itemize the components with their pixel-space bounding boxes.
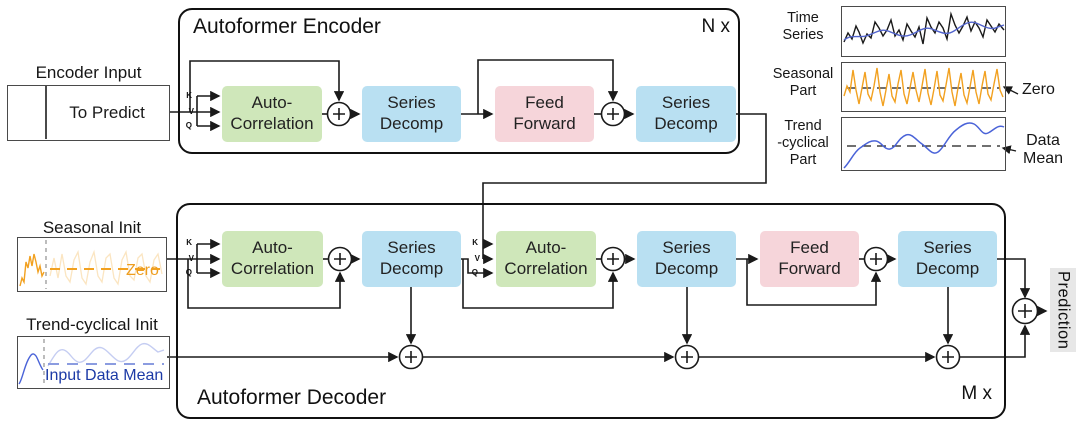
encoder-input-box bbox=[7, 85, 170, 141]
decoder-v-label-2: V bbox=[474, 254, 480, 263]
decoder-auto-correlation-1-block: Auto- Correlation bbox=[222, 231, 323, 287]
decoder-title: Autoformer Decoder bbox=[197, 386, 387, 409]
encoder-auto-correlation-block: Auto- Correlation bbox=[222, 86, 322, 142]
seasonal-init-box bbox=[17, 237, 167, 292]
trend-part-plot-box bbox=[841, 117, 1006, 171]
encoder-v-label: V bbox=[188, 107, 194, 116]
time-series-plot-box bbox=[841, 6, 1006, 57]
encoder-input-title: Encoder Input bbox=[35, 63, 142, 82]
decoder-v-label-1: V bbox=[188, 254, 194, 263]
encoder-q-label: Q bbox=[185, 121, 192, 130]
encoder-input-divider bbox=[45, 86, 47, 139]
prediction-label: Prediction bbox=[1054, 270, 1073, 350]
decoder-feed-forward-block: Feed Forward bbox=[760, 231, 859, 287]
decoder-k-label-1: K bbox=[186, 238, 192, 247]
encoder-k-label: K bbox=[186, 91, 192, 100]
encoder-series-decomp-2-block: Series Decomp bbox=[636, 86, 736, 142]
sum-node bbox=[1011, 297, 1039, 325]
seasonal-part-plot-box bbox=[841, 62, 1006, 112]
encoder-feed-forward-block: Feed Forward bbox=[495, 86, 594, 142]
decoder-k-label-2: K bbox=[472, 238, 478, 247]
trend-init-box bbox=[17, 336, 170, 389]
decoder-q-label-2: Q bbox=[471, 268, 478, 277]
prediction-output-box: Prediction bbox=[1050, 268, 1076, 352]
encoder-input-label: To Predict bbox=[69, 103, 145, 122]
decoder-series-decomp-3-block: Series Decomp bbox=[898, 231, 997, 287]
input-data-mean-annotation: Input Data Mean bbox=[45, 367, 164, 384]
trend-part-label: Trend -cyclical Part bbox=[777, 118, 829, 168]
trend-init-title: Trend-cyclical Init bbox=[26, 315, 158, 334]
encoder-frame bbox=[178, 8, 740, 154]
data-mean-annotation: Data Mean bbox=[1022, 132, 1064, 167]
decoder-auto-correlation-2-block: Auto- Correlation bbox=[496, 231, 596, 287]
decoder-frame bbox=[176, 203, 1006, 419]
encoder-repeat-label: N x bbox=[701, 16, 731, 37]
seasonal-part-label: Seasonal Part bbox=[772, 66, 834, 99]
decoder-series-decomp-2-block: Series Decomp bbox=[637, 231, 736, 287]
encoder-series-decomp-1-block: Series Decomp bbox=[362, 86, 461, 142]
decoder-series-decomp-1-block: Series Decomp bbox=[362, 231, 461, 287]
decoder-q-label-1: Q bbox=[185, 268, 192, 277]
time-series-label: Time Series bbox=[782, 10, 824, 43]
encoder-title: Autoformer Encoder bbox=[193, 15, 381, 38]
zero-annotation: Zero bbox=[1022, 81, 1055, 98]
seasonal-zero-annotation: Zero bbox=[126, 262, 159, 279]
decoder-repeat-label: M x bbox=[961, 383, 992, 404]
seasonal-init-title: Seasonal Init bbox=[42, 218, 142, 237]
